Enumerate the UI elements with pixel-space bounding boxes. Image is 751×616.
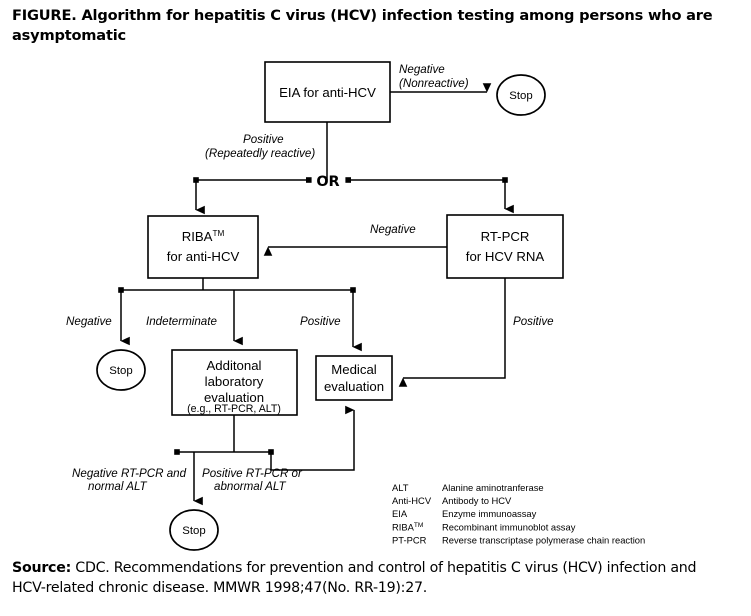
node-medical-line2: evaluation bbox=[324, 379, 384, 394]
node-stop-top-shape[interactable] bbox=[496, 74, 546, 116]
junction-dot-lab-neg bbox=[174, 449, 180, 455]
node-addlab-line3: evaluation bbox=[204, 390, 264, 405]
edge-label-eia-positive-line2: (Repeatedly reactive) bbox=[205, 147, 315, 160]
node-stop-bottom-label: Stop bbox=[182, 525, 205, 537]
edge-label-lab-negative-line2: normal ALT bbox=[88, 480, 148, 493]
edge-or-to-rtpcr bbox=[345, 177, 514, 214]
node-additional-lab-evaluation[interactable]: Additonal laboratory evaluation (e.g., R… bbox=[171, 349, 298, 416]
node-addlab-line4: (e.g., RT-PCR, ALT) bbox=[187, 403, 281, 415]
abbreviation-key-tm: TM bbox=[414, 522, 424, 529]
abbreviation-value: Reverse transcriptase polymerase chain r… bbox=[442, 534, 645, 545]
junction-dot-rtpcr bbox=[502, 177, 508, 183]
node-riba-line2: for anti-HCV bbox=[167, 249, 240, 264]
edge-label-rtpcr-positive: Positive bbox=[513, 315, 554, 328]
node-stop-bottom[interactable]: Stop bbox=[169, 509, 219, 551]
abbreviation-value: Alanine aminotranferase bbox=[442, 482, 544, 493]
source-text: CDC. Recommendations for prevention and … bbox=[12, 560, 697, 596]
node-medical-evaluation-box[interactable] bbox=[315, 355, 393, 401]
node-addlab-line1: Additonal bbox=[207, 358, 262, 373]
edge-label-lab-negative-line1: Negative RT-PCR and bbox=[72, 467, 187, 480]
node-rtpcr-line2: for HCV RNA bbox=[466, 249, 545, 264]
node-additional-lab-evaluation-box[interactable] bbox=[171, 349, 298, 416]
node-stop-top-label: Stop bbox=[509, 90, 532, 102]
abbreviation-key: Anti-HCV bbox=[392, 495, 432, 506]
abbreviation-value: Recombinant immunoblot assay bbox=[442, 521, 576, 532]
abbreviation-key: PT-PCR bbox=[392, 534, 427, 545]
edge-label-lab-positive-line1: Positive RT-PCR or bbox=[202, 467, 303, 480]
edge-label-rtpcr-negative-text: Negative bbox=[370, 223, 416, 236]
or-junction-label: OR bbox=[316, 174, 339, 190]
source-note: Source: CDC. Recommendations for prevent… bbox=[12, 558, 730, 598]
node-rtpcr-box[interactable] bbox=[446, 214, 564, 279]
node-stop-riba-negative-label: Stop bbox=[109, 365, 132, 377]
or-junction: OR bbox=[316, 174, 339, 190]
edge-label-riba-negative: Negative bbox=[66, 315, 112, 328]
node-riba-text: RIBA bbox=[182, 229, 213, 244]
node-rtpcr[interactable]: RT-PCR for HCV RNA bbox=[446, 214, 564, 279]
node-eia-box[interactable] bbox=[264, 61, 391, 123]
abbreviation-key: EIA bbox=[392, 508, 408, 519]
edge-label-lab-positive: Positive RT-PCR or abnormal ALT bbox=[202, 467, 303, 493]
edge-line bbox=[398, 278, 506, 387]
abbreviation-key: RIBATM bbox=[392, 521, 423, 532]
node-rtpcr-line1: RT-PCR bbox=[481, 229, 530, 244]
page-title: FIGURE. Algorithm for hepatitis C virus … bbox=[12, 7, 713, 44]
node-riba[interactable]: RIBATM for anti-HCV bbox=[147, 215, 259, 279]
edge-riba-branch-bus bbox=[118, 278, 362, 352]
edge-line bbox=[270, 405, 355, 471]
source-label: Source: bbox=[12, 560, 72, 576]
node-eia-label: EIA for anti-HCV bbox=[279, 85, 376, 100]
node-riba-line1: RIBATM bbox=[182, 229, 225, 244]
node-stop-top[interactable]: Stop bbox=[496, 74, 546, 116]
edge-line bbox=[195, 179, 310, 215]
edge-label-lab-negative: Negative RT-PCR and normal ALT bbox=[72, 467, 187, 493]
node-medical-line1: Medical bbox=[331, 362, 377, 377]
edge-label-eia-negative: Negative (Nonreactive) bbox=[399, 63, 469, 90]
node-addlab-line2: laboratory bbox=[205, 374, 264, 389]
junction-dot-riba bbox=[193, 177, 199, 183]
node-stop-riba-negative-shape[interactable] bbox=[96, 349, 146, 391]
edge-label-eia-positive-line1: Positive bbox=[243, 133, 284, 146]
edge-line bbox=[348, 179, 514, 214]
edge-label-riba-indeterminate-text: Indeterminate bbox=[146, 315, 217, 328]
edge-label-lab-positive-line2: abnormal ALT bbox=[214, 480, 286, 493]
edge-label-eia-negative-line1: Negative bbox=[399, 63, 445, 76]
node-stop-riba-negative[interactable]: Stop bbox=[96, 349, 146, 391]
node-stop-bottom-shape[interactable] bbox=[169, 509, 219, 551]
edge-rtpcr-to-medical bbox=[398, 278, 506, 387]
edge-label-riba-negative-text: Negative bbox=[66, 315, 112, 328]
node-riba-box[interactable] bbox=[147, 215, 259, 279]
edge-label-eia-positive: Positive (Repeatedly reactive) bbox=[205, 133, 315, 160]
edge-or-to-riba bbox=[193, 177, 312, 215]
node-medical-evaluation[interactable]: Medical evaluation bbox=[315, 355, 393, 401]
abbreviation-value: Enzyme immunoassay bbox=[442, 508, 537, 519]
abbreviation-value: Antibody to HCV bbox=[442, 495, 512, 506]
edge-label-rtpcr-negative: Negative bbox=[370, 223, 416, 236]
junction-dot-left bbox=[306, 177, 312, 183]
edge-label-rtpcr-positive-text: Positive bbox=[513, 315, 554, 328]
edge-label-riba-indeterminate: Indeterminate bbox=[146, 315, 217, 328]
node-eia[interactable]: EIA for anti-HCV bbox=[264, 61, 391, 123]
abbreviation-key: ALT bbox=[392, 482, 409, 493]
edge-label-riba-positive-text: Positive bbox=[300, 315, 341, 328]
edge-label-eia-negative-line2: (Nonreactive) bbox=[399, 77, 469, 90]
edge-label-riba-positive: Positive bbox=[300, 315, 341, 328]
node-riba-tm: TM bbox=[212, 229, 224, 238]
edge-addlab-to-medical bbox=[270, 405, 355, 471]
junction-dot-right bbox=[345, 177, 351, 183]
